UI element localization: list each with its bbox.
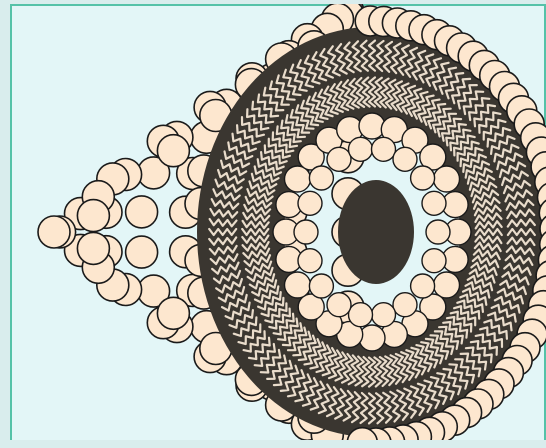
lipid-head <box>309 166 333 190</box>
lipid-head <box>327 147 351 171</box>
lipid-head <box>372 303 396 327</box>
lipid-head <box>77 232 109 264</box>
lipid-head <box>157 135 189 167</box>
lipid-head <box>349 137 373 161</box>
lipid-head <box>422 249 446 273</box>
liposome-illustration <box>10 4 546 440</box>
lipid-head <box>327 293 351 317</box>
lipid-head <box>126 196 158 228</box>
lipid-head <box>309 274 333 298</box>
vesicle-lumen <box>338 180 414 284</box>
lipid-head <box>434 166 460 192</box>
lipid-head <box>393 293 417 317</box>
inner-ring-heads <box>273 113 471 351</box>
lipid-head <box>349 303 373 327</box>
lipid-head <box>38 216 70 248</box>
lipid-head <box>411 274 435 298</box>
lipid-head <box>285 272 311 298</box>
lipid-head <box>77 200 109 232</box>
lipid-head <box>422 191 446 215</box>
lipid-head <box>298 191 322 215</box>
lipid-head <box>298 249 322 273</box>
lipid-head <box>372 137 396 161</box>
lipid-head <box>411 166 435 190</box>
lipid-head <box>126 236 158 268</box>
lipid-head <box>157 297 189 329</box>
lipid-head <box>426 220 450 244</box>
lipid-head <box>294 220 318 244</box>
lipid-head <box>393 147 417 171</box>
